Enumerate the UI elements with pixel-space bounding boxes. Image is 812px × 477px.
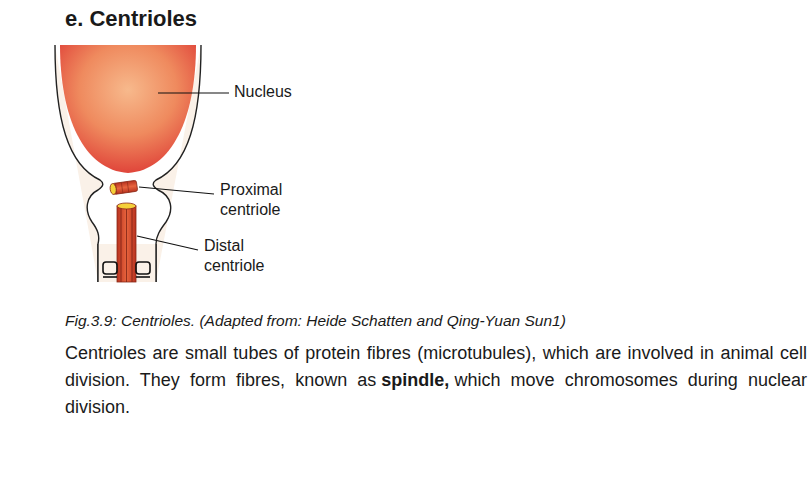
cell-outline bbox=[55, 45, 201, 282]
figure-caption: Fig.3.9: Centrioles. (Adapted from: Heid… bbox=[65, 312, 805, 330]
nucleus bbox=[60, 45, 196, 173]
body-paragraph: Centrioles are small tubes of protein fi… bbox=[65, 340, 807, 421]
tail-edge bbox=[155, 244, 156, 282]
part-label: Proximal centriole bbox=[220, 180, 315, 220]
leader-line bbox=[137, 236, 198, 250]
part-label: Distal centriole bbox=[204, 236, 299, 276]
part-label: Nucleus bbox=[234, 82, 329, 102]
leader-line bbox=[139, 187, 214, 194]
tail-rings bbox=[103, 262, 150, 277]
section-title: e. Centrioles bbox=[65, 6, 197, 32]
leader-line bbox=[158, 92, 229, 93]
tail-edge bbox=[97, 244, 98, 282]
key-term: spindle, bbox=[381, 370, 449, 390]
proximal-centriole bbox=[109, 180, 137, 195]
distal-centriole bbox=[117, 203, 136, 282]
